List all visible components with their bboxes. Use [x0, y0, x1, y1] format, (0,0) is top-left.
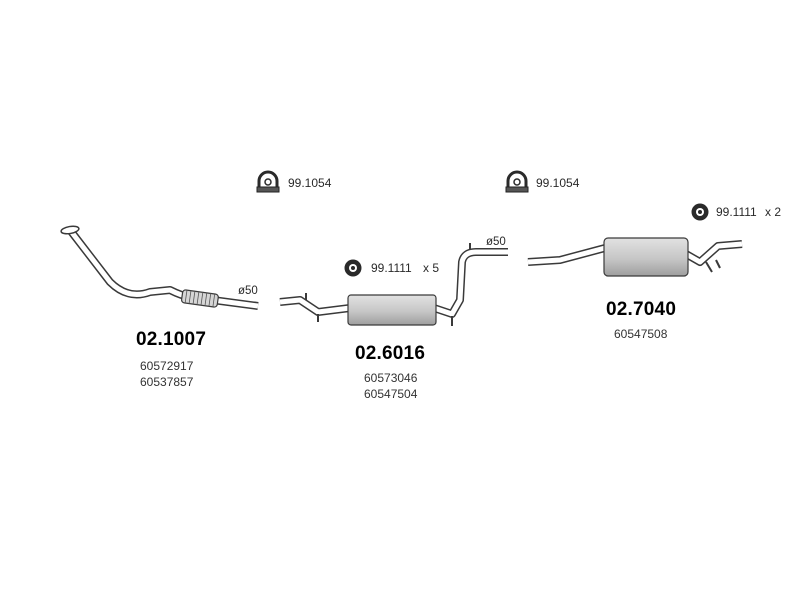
front-pipe-diameter: ø50 [238, 285, 258, 297]
front-pipe-ref-1: 60572917 [140, 359, 194, 373]
middle-pipe-diameter: ø50 [486, 236, 506, 248]
ring-part-number: 99.1111 [716, 205, 757, 219]
rubber-ring-icon [344, 259, 362, 277]
front-pipe-ref-2: 60537857 [140, 375, 194, 389]
ring-quantity: x 5 [423, 261, 440, 275]
clamp-part-number: 99.1054 [288, 176, 332, 190]
clamp-part-number: 99.1054 [536, 176, 580, 190]
ring-quantity: x 2 [765, 205, 782, 219]
middle-muffler-ref-2: 60547504 [364, 387, 418, 401]
ring-part-number: 99.1111 [371, 261, 412, 275]
middle-muffler-assembly [279, 243, 508, 326]
flex-section [180, 289, 219, 308]
u-clamp-icon [256, 170, 280, 193]
rear-muffler-part-number: 02.7040 [606, 299, 677, 320]
front-pipe [60, 225, 259, 310]
middle-muffler-part-number: 02.6016 [355, 343, 426, 364]
rear-muffler-ref-1: 60547508 [614, 327, 668, 341]
front-pipe-part-number: 02.1007 [136, 329, 207, 350]
middle-muffler-ref-1: 60573046 [364, 371, 418, 385]
rubber-ring-icon [691, 203, 709, 221]
rear-muffler-assembly [527, 237, 743, 277]
u-clamp-icon [505, 170, 529, 193]
